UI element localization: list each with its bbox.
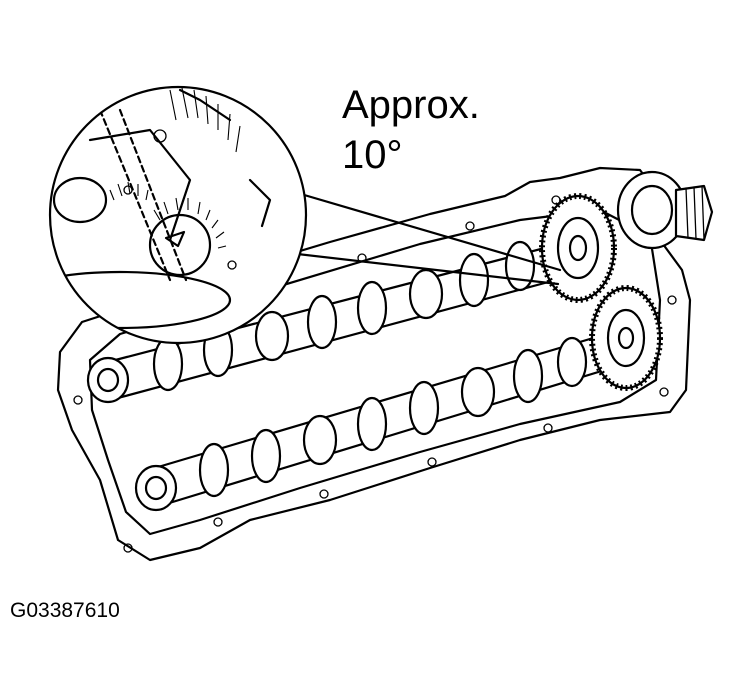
magnified-detail	[48, 85, 308, 345]
lower-cam-gear	[589, 285, 663, 391]
figure-code: G03387610	[10, 599, 120, 622]
angle-label-line2: 10°	[342, 133, 403, 177]
upper-cam-gear	[539, 193, 617, 303]
angle-label-line1: Approx.	[342, 83, 480, 127]
drive-pulley-housing	[616, 170, 714, 250]
callout-leader-lines	[278, 190, 562, 286]
